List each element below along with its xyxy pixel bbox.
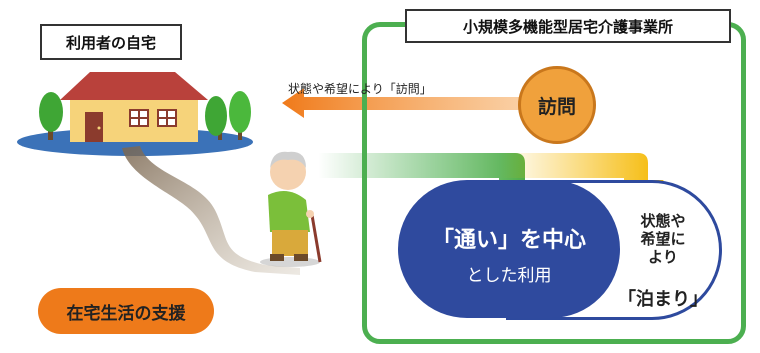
commute-sub-label: とした利用 xyxy=(466,266,552,286)
house-illustration xyxy=(60,72,208,142)
stay-line: より xyxy=(648,248,678,266)
facility-title: 小規模多機能型居宅介護事業所 xyxy=(405,9,731,43)
visit-caption: 状態や希望により「訪問」 xyxy=(288,82,432,96)
visit-arrow xyxy=(282,88,521,118)
commute-shape xyxy=(398,180,620,318)
commute-main-label: 「通い」を中心 xyxy=(431,228,586,253)
stay-condition-text: 状態や 希望に より xyxy=(618,212,708,266)
tree-right xyxy=(205,91,251,140)
support-pill: 在宅生活の支援 xyxy=(38,288,214,334)
stay-line: 状態や xyxy=(640,212,686,230)
elderly-person-illustration xyxy=(260,151,322,267)
visit-circle: 訪問 xyxy=(518,66,596,144)
stay-emphasis-label: 「泊まり」 xyxy=(618,289,708,310)
path-to-home xyxy=(122,146,300,275)
home-title: 利用者の自宅 xyxy=(40,24,182,60)
stay-line: 希望に xyxy=(640,230,686,248)
tree-left xyxy=(39,92,63,140)
commute-arrow xyxy=(318,153,543,205)
